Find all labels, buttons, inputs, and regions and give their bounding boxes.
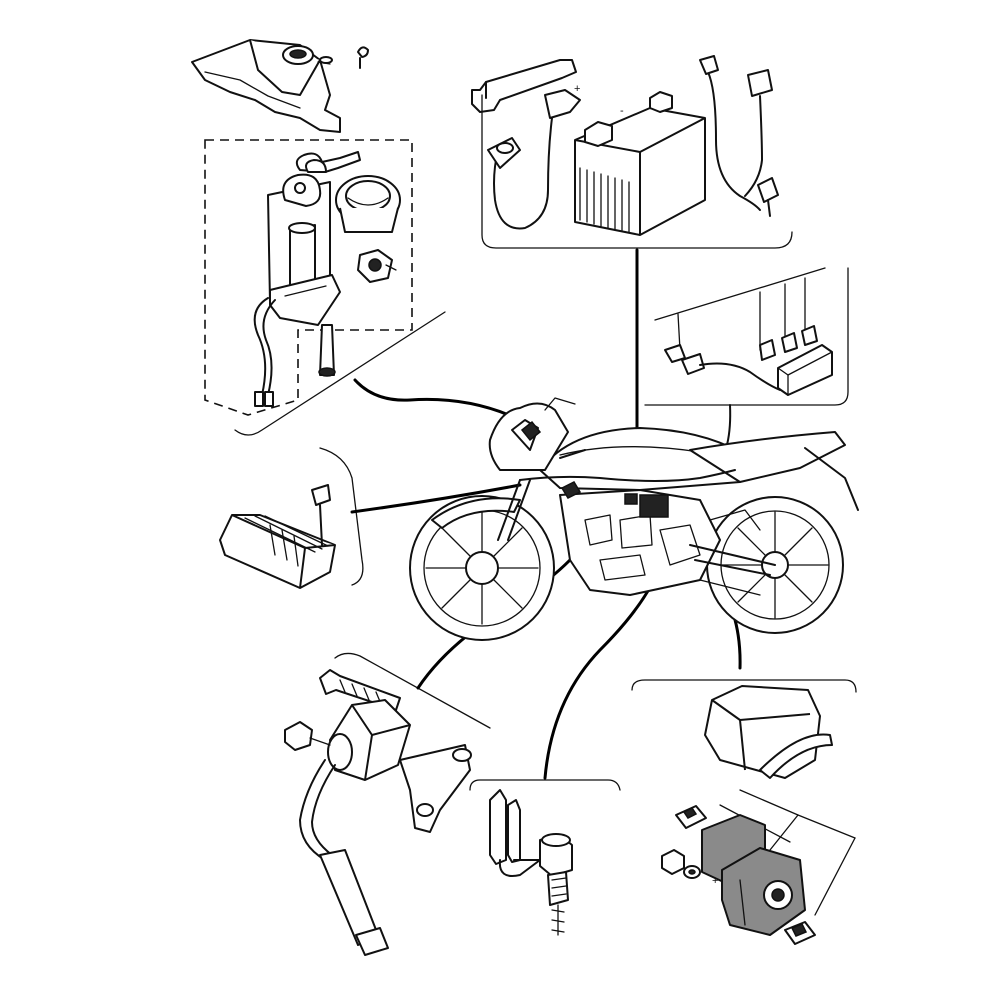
callout-brackets <box>234 94 857 791</box>
bracket-ignition-coil <box>334 652 491 729</box>
bracket-fusebox <box>644 267 849 406</box>
horn-relay-group: + <box>661 685 856 945</box>
battery-lead-positive-marker: + <box>574 83 580 95</box>
battery-terminal-negative-label: - <box>620 105 624 117</box>
bracket-rectifier <box>319 447 364 586</box>
fuse-box-group <box>654 267 833 396</box>
wire-rectifier <box>350 483 522 514</box>
bracket-main-switch <box>234 311 446 436</box>
battery-ribs <box>579 167 630 233</box>
motorcycle <box>409 397 859 641</box>
sensor-switch-group <box>489 789 573 936</box>
rectifier-regulator <box>219 484 336 589</box>
horn-marker-label: + <box>712 875 718 887</box>
bracket-horn <box>631 679 857 693</box>
seat-lock-bracket <box>191 39 369 133</box>
bracket-sensor <box>469 779 621 791</box>
ignition-coil-group <box>284 669 472 956</box>
main-switch-assembly <box>204 139 413 416</box>
battery-group: + - <box>471 55 779 236</box>
bracket-battery <box>481 94 793 249</box>
rectifier-fins <box>244 515 329 567</box>
